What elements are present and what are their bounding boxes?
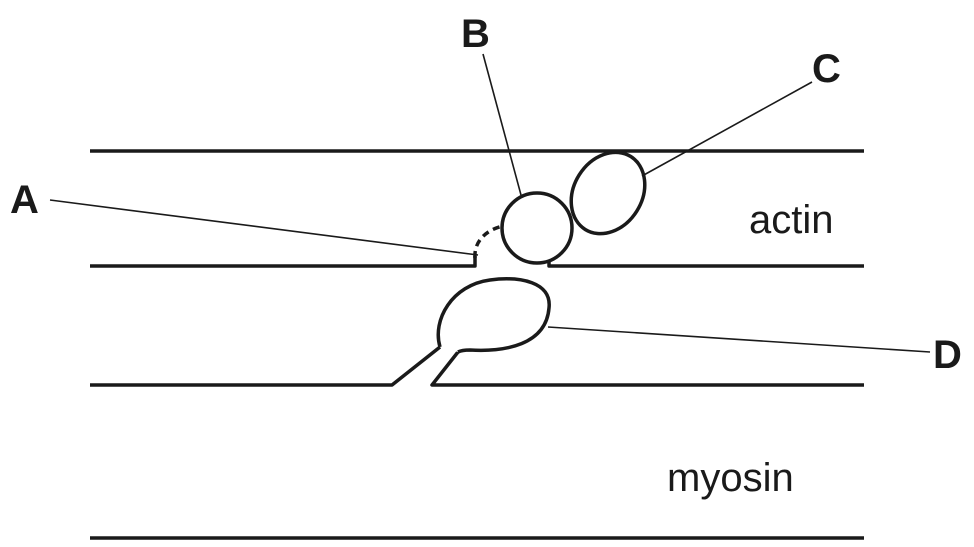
actin-label: actin: [749, 198, 834, 242]
leader-line-a: [49, 199, 479, 256]
protein-c-ellipse: [569, 150, 647, 236]
myosin-label: myosin: [667, 456, 794, 500]
leader-line-c: [641, 81, 813, 177]
myosin-top-boundary: [90, 345, 442, 387]
label-c: C: [812, 47, 841, 91]
myosin-top-boundary-right: [430, 350, 864, 387]
actin-bottom-boundary: [90, 256, 477, 268]
leader-line-b: [482, 53, 522, 196]
label-a: A: [10, 178, 39, 222]
myosin-head: [436, 277, 551, 354]
protein-b-circle: [500, 191, 574, 265]
label-d: D: [933, 333, 962, 377]
actin-bottom-boundary-right: [547, 258, 864, 268]
label-b: B: [461, 12, 490, 56]
leader-line-d: [547, 326, 931, 353]
